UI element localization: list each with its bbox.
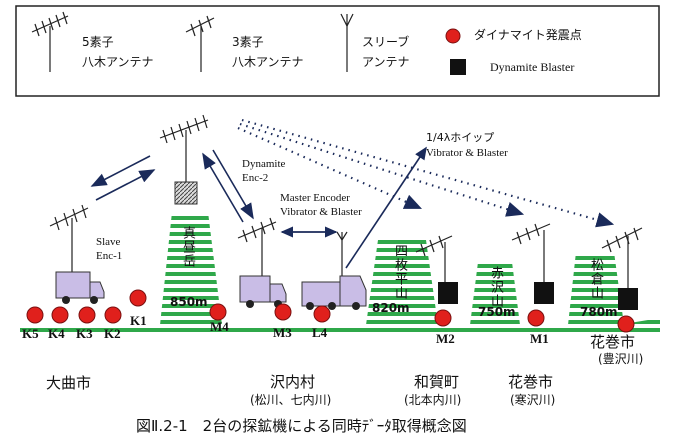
mountain-matsukura	[568, 252, 624, 325]
mountain-elev-akasawa: 750m	[478, 305, 516, 319]
blaster-hanamaki	[618, 288, 638, 310]
dotted-signal-lines	[237, 118, 615, 228]
legend-sleeve-label-2: アンテナ	[362, 55, 410, 69]
shot-points	[26, 289, 635, 333]
legend-yagi3-label-2: 八木アンテナ	[232, 55, 304, 69]
ground-strip	[20, 318, 660, 336]
city-sawauchi-river: (松川、七内川)	[250, 393, 332, 407]
slave-label-1: Slave	[96, 236, 121, 248]
mountain-name-mahirudake: 真昼岳	[180, 226, 195, 268]
blaster-m1	[534, 282, 554, 304]
master-label-2: Vibrator & Blaster	[280, 206, 362, 218]
figure-caption: 図Ⅱ.2-1 2台の探鉱機による同時ﾃﾞｰﾀ取得概念図	[136, 417, 467, 435]
legend-yagi5-label-1: 5素子	[82, 35, 114, 49]
mountain-mahirudake	[160, 212, 222, 325]
yagi3-m2-antenna	[415, 235, 453, 282]
point-label-k2: K2	[104, 326, 121, 341]
mountain-akasawa	[470, 262, 520, 325]
legend-yagi3-icon	[185, 15, 215, 72]
city-hanamaki: 花巻市	[508, 373, 554, 391]
radio-link-arrows	[90, 146, 427, 269]
whip-label-1: 1/4λホイップ	[426, 131, 495, 144]
sleeve-antenna-master	[336, 231, 348, 278]
vibrator-truck	[301, 275, 367, 310]
yagi3-m1-antenna	[511, 223, 551, 282]
legend-yagi5-icon	[31, 11, 69, 72]
mountain-name-akasawa: 赤沢山	[488, 266, 503, 308]
mountain-elev-yonmaitaira: 820m	[372, 301, 410, 315]
yagi3-slave-antenna	[49, 204, 89, 272]
mountain-name-matsukura: 松倉山	[588, 258, 603, 300]
point-label-m4: M4	[210, 319, 229, 334]
yagi3-hanamaki-antenna	[601, 227, 643, 288]
city-hanamaki-river: (寒沢川)	[510, 393, 556, 407]
point-label-k5: K5	[22, 326, 39, 341]
legend-shot-point-icon	[445, 28, 461, 44]
point-label-k1: K1	[130, 313, 147, 328]
city-waga-river: (北本内川)	[404, 393, 462, 407]
city-waga: 和賀町	[414, 373, 460, 391]
yagi3-master-antenna	[237, 217, 277, 276]
point-label-k3: K3	[76, 326, 93, 341]
point-label-m3: M3	[273, 325, 292, 340]
dynamite-enc2-label-1: Dynamite	[242, 158, 286, 170]
slave-truck	[55, 271, 105, 304]
master-label-1: Master Encoder	[280, 192, 350, 204]
city-hanamaki-right-river: (豊沢川)	[598, 352, 644, 366]
whip-label-2: Vibrator & Blaster	[426, 147, 508, 159]
dynamite-enc2-label-2: Enc-2	[242, 172, 269, 184]
point-label-m1: M1	[530, 331, 549, 346]
legend-blaster-icon	[450, 59, 466, 75]
legend-sleeve-label-1: スリーブ	[362, 35, 410, 49]
point-label-k4: K4	[48, 326, 65, 341]
legend-box	[15, 5, 660, 97]
city-hanamaki-right: 花巻市	[590, 333, 636, 351]
mountain-elev-mahirudake: 850m	[170, 295, 208, 309]
legend-sleeve-icon	[340, 13, 354, 72]
slave-label-2: Enc-1	[96, 250, 123, 262]
mountain-name-yonmaitaira: 四枚平山	[392, 244, 407, 300]
mountain-elev-matsukura: 780m	[580, 305, 618, 319]
blaster-m2	[438, 282, 458, 304]
city-sawauchi: 沢内村	[270, 373, 316, 391]
legend-yagi5-label-2: 八木アンテナ	[82, 55, 154, 69]
yagi5-mahiru-antenna	[159, 114, 209, 182]
point-label-m2: M2	[436, 331, 455, 346]
dynamite-enc2-box	[174, 181, 198, 205]
legend-yagi3-label-1: 3素子	[232, 35, 264, 49]
legend-blaster-label: Dynamite Blaster	[490, 60, 575, 74]
legend-shot-point-label: ダイナマイト発震点	[474, 28, 582, 42]
master-truck	[239, 275, 287, 308]
city-omagari: 大曲市	[46, 374, 92, 392]
point-label-l4: L4	[312, 325, 328, 340]
mountain-yonmaitaira	[366, 240, 438, 325]
